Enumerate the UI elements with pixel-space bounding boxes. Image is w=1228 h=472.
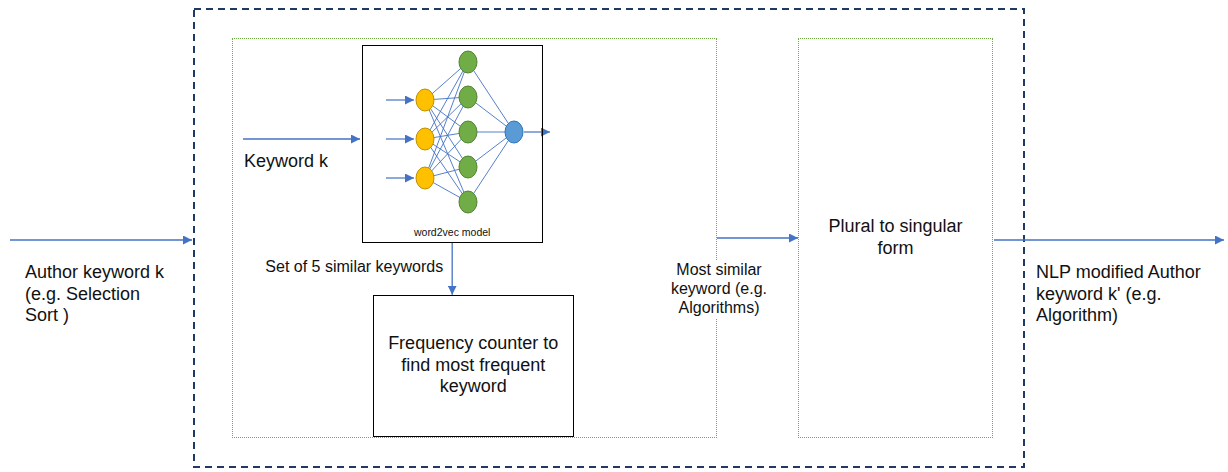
neuron [505,121,523,143]
neuron [459,156,477,178]
neuron [416,167,434,189]
edge-label: Most similar keyword (e.g. Algorithms) [646,260,792,318]
neural-net-illustration [386,51,550,213]
net-input-arrow [386,177,414,178]
process-stage: Plural to singular form [798,38,993,438]
neuron [459,51,477,73]
system-boundary [194,9,1024,467]
input-label: Author keyword k (e.g. Selection Sort ) [25,262,175,327]
edge-label: Set of 5 similar keywords [262,257,446,276]
net-output-arrow [524,131,550,132]
model-box: word2vec model [362,45,543,243]
box-text: word2vec model [414,226,490,239]
neuron [416,128,434,150]
keyword-input-arrow [243,138,360,139]
output-arrow [994,239,1224,240]
process-box: Frequency counter to find most frequent … [373,295,574,437]
input-arrow [10,239,192,240]
flow-arrow [717,237,798,238]
neuron [459,86,477,108]
box-text: Plural to singular form [821,216,970,259]
box-text: Frequency counter to find most frequent … [384,333,563,398]
net-input-arrow [386,138,414,139]
neuron [459,191,477,213]
net-weight [425,100,468,202]
neuron [459,121,477,143]
neuron [416,89,434,111]
input-label: Keyword k [244,151,328,173]
net-input-arrow [386,99,414,100]
output-label: NLP modified Author keyword k' (e.g. Alg… [1036,262,1220,327]
pipeline-stage: Keyword k word2vec modelFrequency counter… [232,38,717,438]
flow-arrow [452,243,453,295]
